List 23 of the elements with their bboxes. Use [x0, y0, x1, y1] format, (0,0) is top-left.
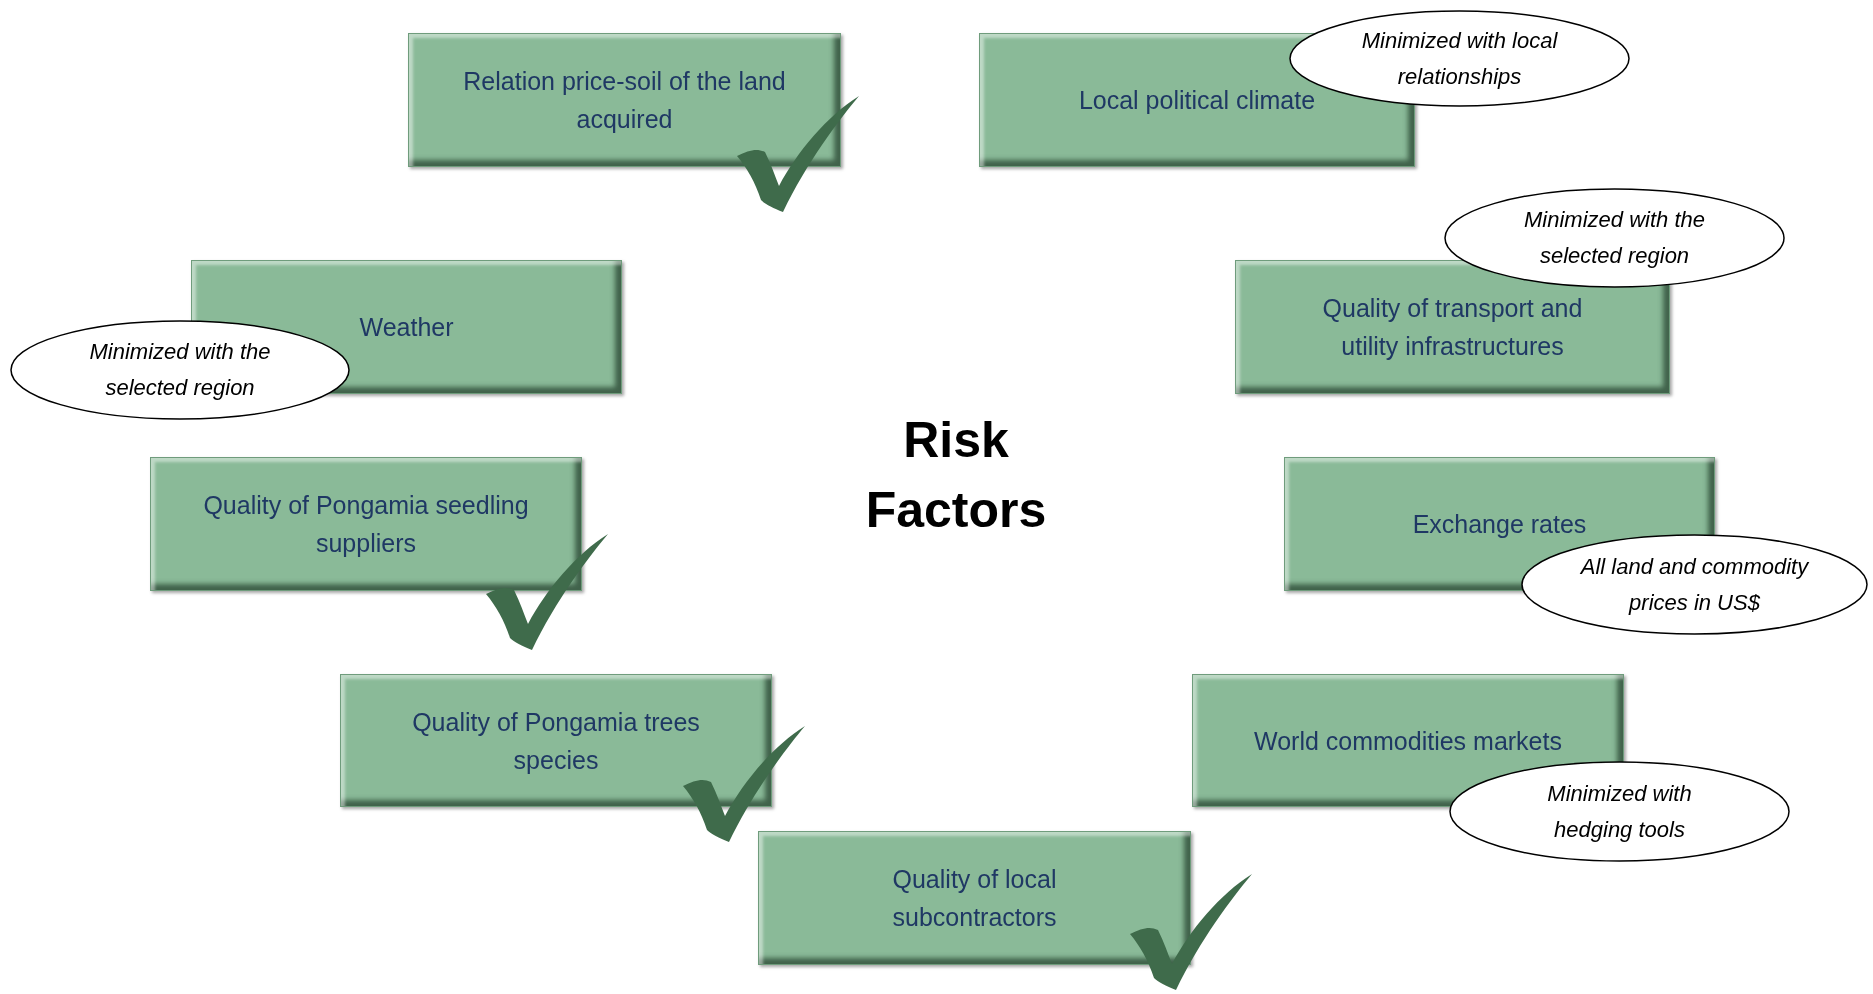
note-text: Minimized with local relationships	[1360, 26, 1559, 91]
note-text: All land and commodity prices in US$	[1579, 552, 1810, 617]
risk-factor-box	[150, 457, 582, 591]
box-label: Exchange rates	[1412, 509, 1587, 540]
box-label: Local political climate	[1078, 85, 1316, 116]
heading: Risk Factors	[864, 411, 1048, 540]
note-tooltip	[1449, 761, 1790, 862]
box-label: Quality of local subcontractors	[891, 864, 1058, 933]
risk-factor-box	[758, 831, 1191, 965]
note-text: Minimized with hedging tools	[1546, 779, 1693, 844]
box-label: World commodities markets	[1254, 725, 1562, 757]
risk-factor-box	[408, 33, 841, 167]
box-label: Quality of Pongamia seedling suppliers	[202, 490, 530, 559]
note-text: Minimized with the selected region	[1523, 206, 1706, 270]
note-tooltip	[1521, 534, 1868, 635]
note-text: Minimized with the selected region	[88, 338, 272, 402]
risk-factor-box	[340, 674, 772, 807]
note-tooltip	[1444, 188, 1785, 288]
box-label: Weather	[359, 312, 454, 343]
box-label: Relation price-soil of the land acquired	[462, 66, 787, 135]
box-label: Quality of Pongamia trees species	[411, 706, 701, 776]
box-label: Quality of transport and utility infrastructures	[1321, 293, 1584, 362]
note-tooltip	[10, 320, 350, 420]
